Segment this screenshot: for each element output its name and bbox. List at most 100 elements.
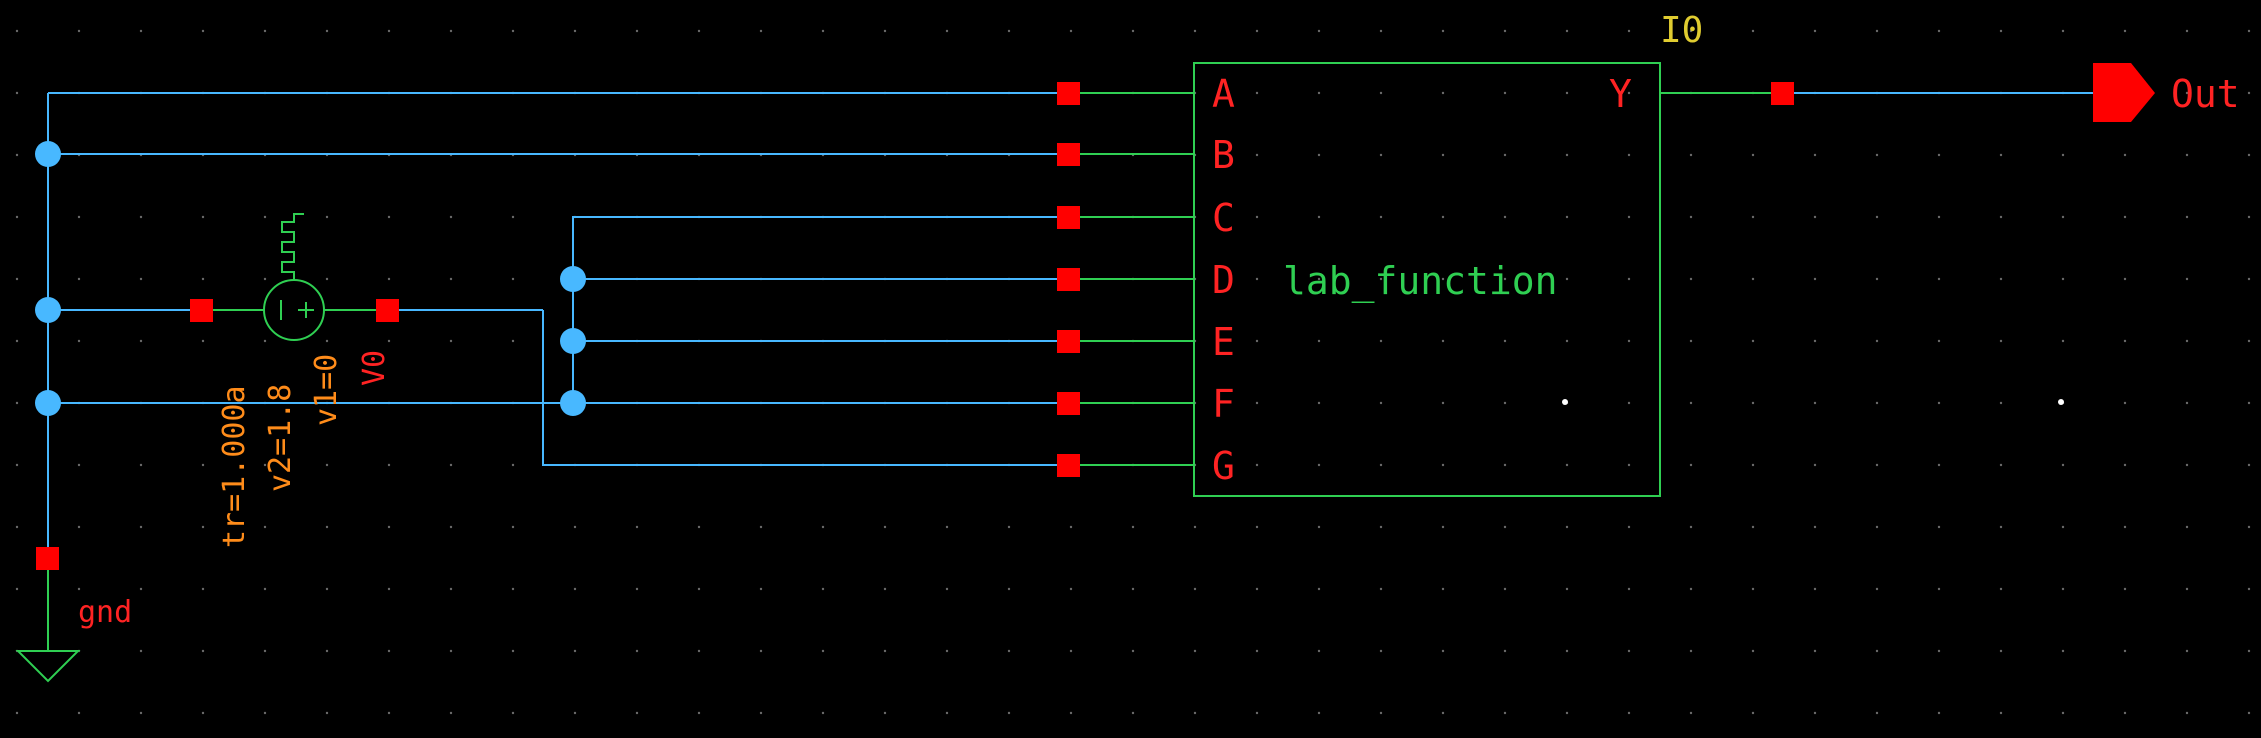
pin-endpoint-g[interactable] — [1057, 454, 1080, 477]
grid-dot — [139, 711, 143, 715]
grid-dot — [697, 29, 701, 33]
grid-dot — [1565, 153, 1569, 157]
pin-endpoint-source-plus[interactable] — [376, 299, 399, 322]
grid-dot — [77, 711, 81, 715]
grid-dot — [1875, 587, 1879, 591]
grid-dot — [1627, 215, 1631, 219]
pin-label-d: D — [1212, 258, 1235, 302]
instance-lab-function[interactable]: I0 lab_function A B C D E F G Y — [1068, 10, 1783, 497]
pin-endpoint-f[interactable] — [1057, 392, 1080, 415]
grid-dot — [2185, 29, 2189, 33]
grid-dot — [1627, 649, 1631, 653]
source-body[interactable] — [263, 279, 325, 341]
junction-dot-f-left[interactable] — [35, 390, 61, 416]
grid-dot — [2185, 91, 2189, 95]
grid-dot — [2061, 215, 2065, 219]
grid-dot — [263, 587, 267, 591]
pin-endpoint-source-minus[interactable] — [190, 299, 213, 322]
source-name-label: V0 — [357, 350, 392, 386]
marker-dot — [2058, 399, 2064, 405]
wire-layer — [47, 92, 2093, 560]
grid-dot — [15, 153, 19, 157]
grid-dot — [1255, 401, 1259, 405]
output-pin-icon[interactable] — [2093, 63, 2155, 122]
grid-dot — [1565, 29, 1569, 33]
grid-dot — [1565, 711, 1569, 715]
grid-dot — [1503, 463, 1507, 467]
grid-dot — [2061, 277, 2065, 281]
pin-endpoint-a[interactable] — [1057, 82, 1080, 105]
grid-dot — [15, 277, 19, 281]
grid-dot — [2185, 587, 2189, 591]
grid-dot — [2123, 29, 2127, 33]
grid-dot — [2061, 153, 2065, 157]
pin-label-f: F — [1212, 382, 1235, 426]
grid-dot — [1193, 649, 1197, 653]
grid-dot — [1999, 215, 2003, 219]
ground-triangle-icon — [15, 650, 81, 683]
pin-endpoint-c[interactable] — [1057, 206, 1080, 229]
marker-dot — [1562, 399, 1568, 405]
grid-dot — [1999, 29, 2003, 33]
grid-dot — [449, 463, 453, 467]
junction-dot-d[interactable] — [560, 266, 586, 292]
grid-dot — [883, 711, 887, 715]
voltage-source-v0[interactable]: V0 tr=1.000a v2=1.8 v1=0 — [213, 213, 392, 548]
grid-dot — [325, 339, 329, 343]
output-port[interactable]: Out — [2093, 63, 2240, 122]
grid-dot — [1565, 525, 1569, 529]
grid-dot — [1689, 463, 1693, 467]
grid-dot — [325, 215, 329, 219]
pin-endpoint-d[interactable] — [1057, 268, 1080, 291]
pin-endpoint-e[interactable] — [1057, 330, 1080, 353]
grid-dot — [1937, 277, 1941, 281]
grid-dot — [635, 29, 639, 33]
grid-dot — [1937, 215, 1941, 219]
grid-dot — [77, 525, 81, 529]
grid-dot — [1937, 649, 1941, 653]
grid-dot — [883, 587, 887, 591]
grid-dot — [1503, 215, 1507, 219]
pin-endpoint-b[interactable] — [1057, 143, 1080, 166]
grid-dot — [1999, 463, 2003, 467]
wire-net-g[interactable] — [542, 310, 1068, 466]
grid-dot — [1813, 525, 1817, 529]
pin-label-a: A — [1212, 72, 1235, 116]
grid-dot — [1441, 153, 1445, 157]
ground-symbol[interactable]: gnd — [15, 570, 132, 683]
junction-dot-f-right[interactable] — [560, 390, 586, 416]
junction-dot-e[interactable] — [560, 328, 586, 354]
grid-dot — [1875, 463, 1879, 467]
grid-dot — [1255, 525, 1259, 529]
junction-dot-source[interactable] — [35, 297, 61, 323]
grid-dot — [1317, 29, 1321, 33]
grid-dot — [1813, 153, 1817, 157]
grid-dot — [139, 277, 143, 281]
grid-dot — [1193, 587, 1197, 591]
grid-dot — [263, 649, 267, 653]
grid-dot — [821, 29, 825, 33]
grid-dot — [201, 587, 205, 591]
grid-dot — [449, 277, 453, 281]
grid-dot — [77, 215, 81, 219]
grid-dot — [2123, 711, 2127, 715]
junction-dot-b[interactable] — [35, 141, 61, 167]
instance-name-label: I0 — [1660, 10, 1703, 51]
instance-cell-label: lab_function — [1283, 259, 1558, 304]
wire-net-c[interactable] — [572, 216, 1068, 403]
grid-dot — [1813, 215, 1817, 219]
grid-dot — [263, 711, 267, 715]
pin-endpoint-y[interactable] — [1771, 82, 1794, 105]
grid-dot — [139, 463, 143, 467]
grid-dot — [1007, 587, 1011, 591]
grid-dot — [1627, 153, 1631, 157]
grid-dot — [573, 525, 577, 529]
grid-dot — [1503, 153, 1507, 157]
grid-dot — [821, 649, 825, 653]
pin-endpoint-gnd[interactable] — [36, 547, 59, 570]
grid-dot — [1689, 525, 1693, 529]
grid-dot — [573, 29, 577, 33]
pin-endpoints — [36, 82, 1794, 570]
grid-dot — [1627, 401, 1631, 405]
